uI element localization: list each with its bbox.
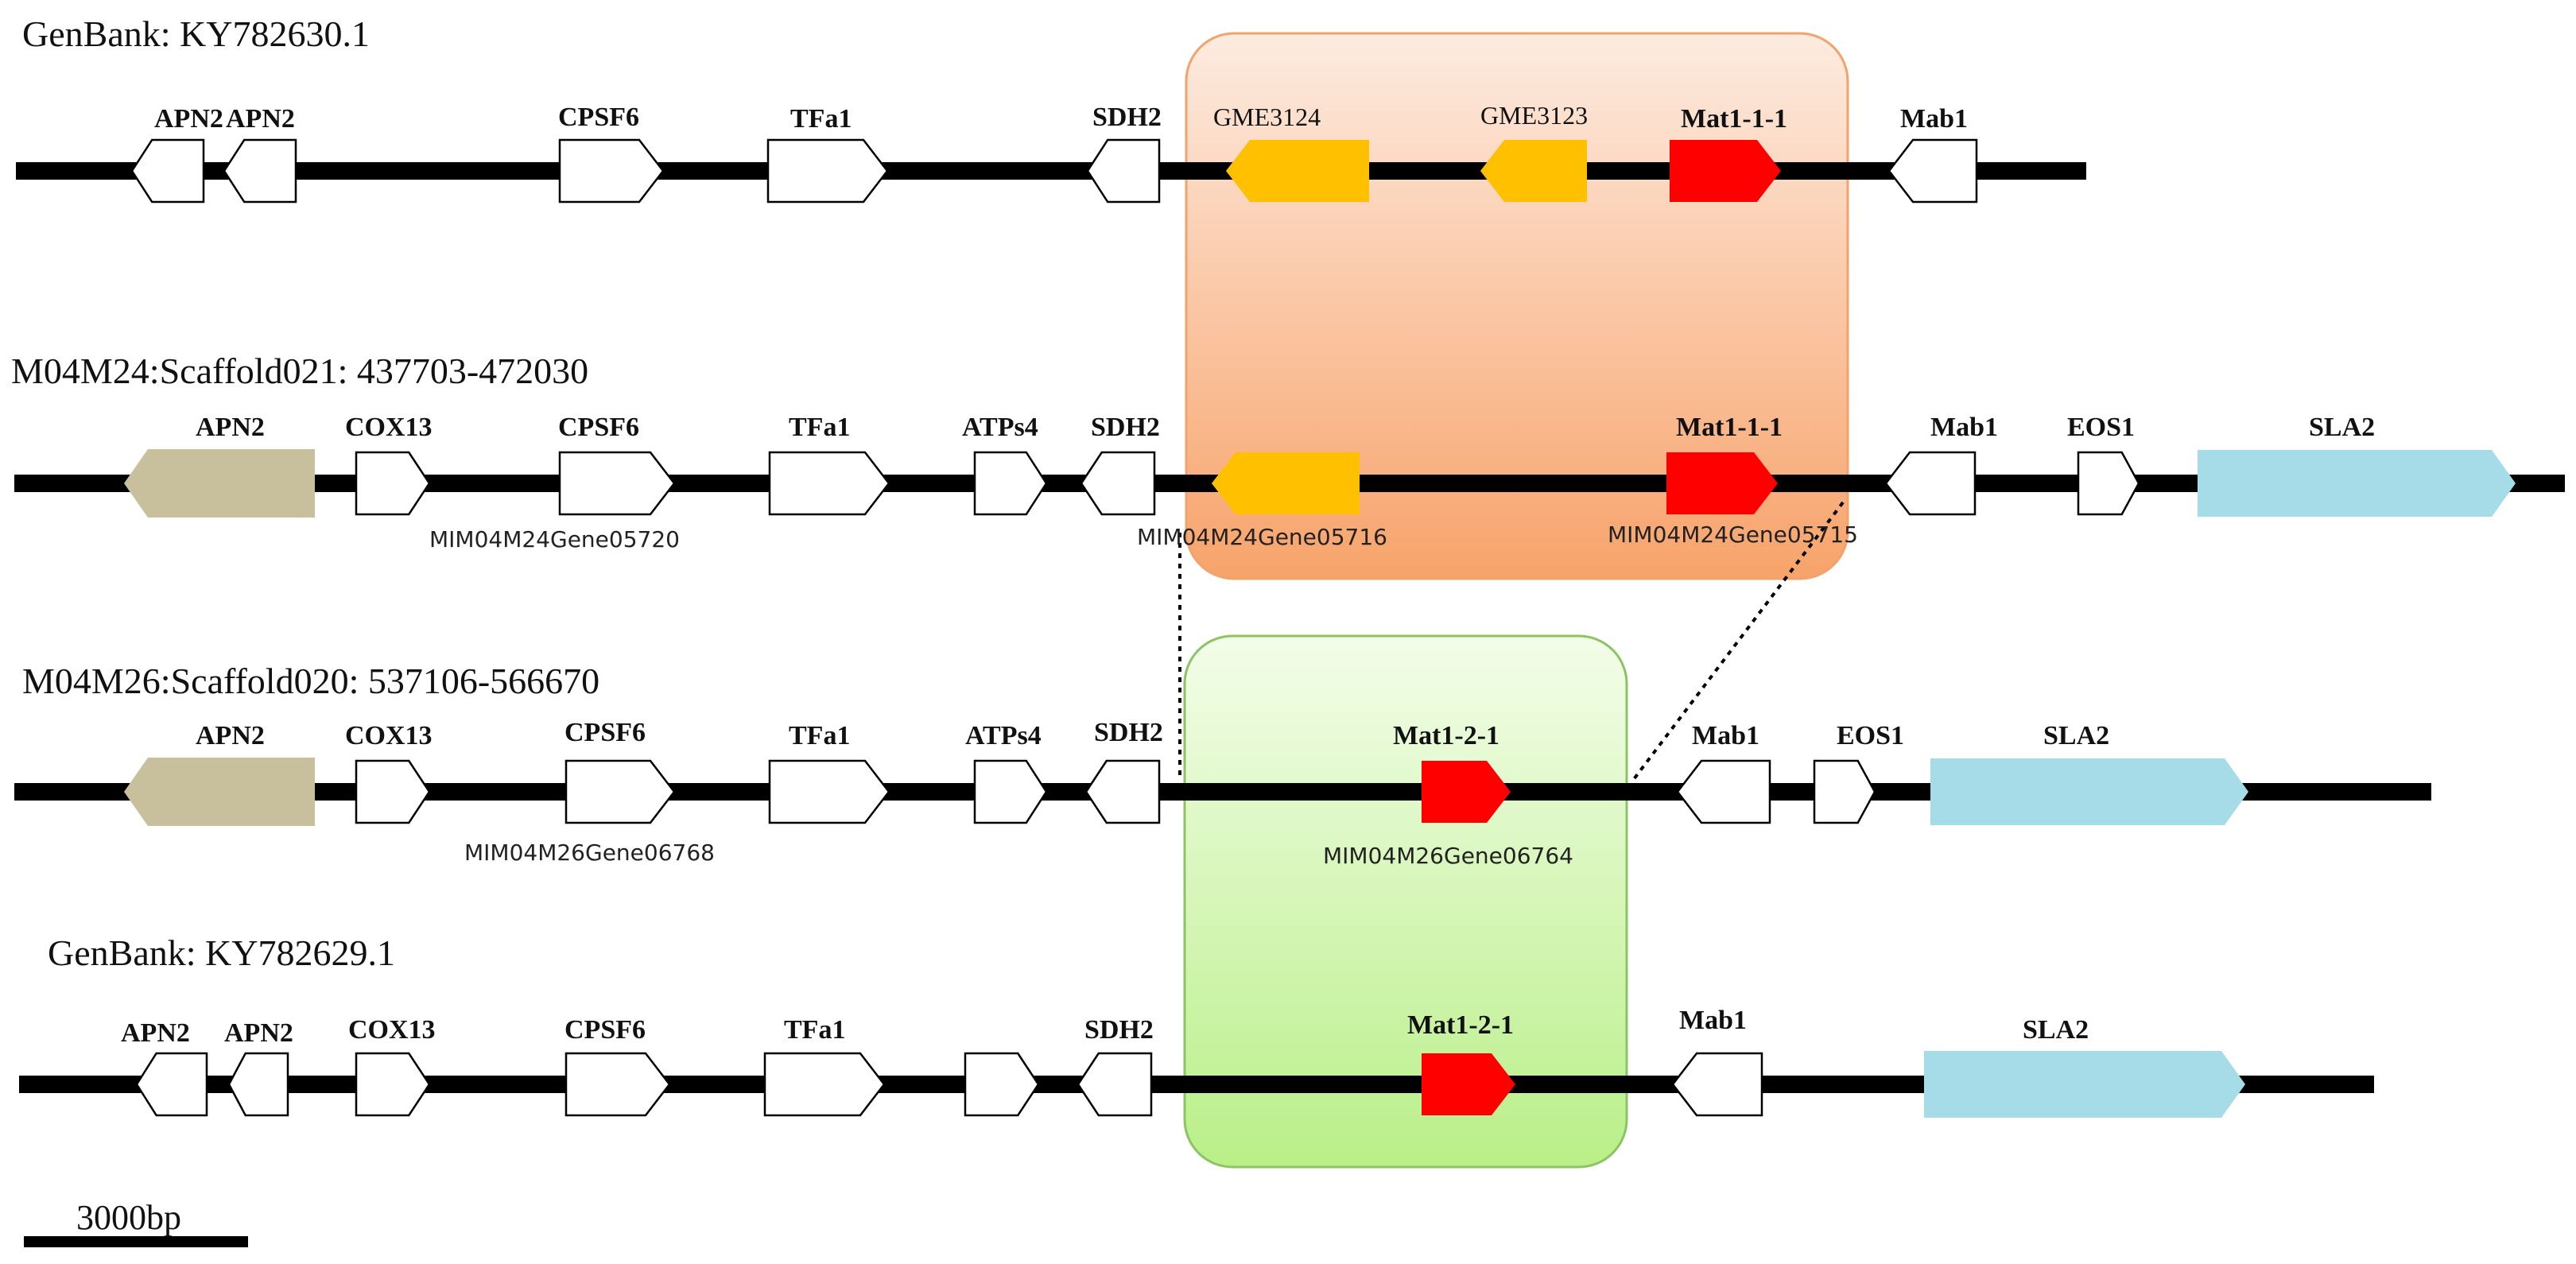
gene-label-cox13: COX13 (345, 721, 433, 750)
gene-label-mat1-1-1: Mat1-1-1 (1681, 104, 1787, 134)
gene-id-label: MIM04M24Gene05720 (429, 526, 680, 553)
gene-arrow-apn2 (124, 758, 315, 826)
gene-arrow-tfa1 (766, 138, 889, 204)
gene-arrow-unlabeled (1212, 452, 1360, 514)
track-title: GenBank: KY782629.1 (48, 932, 395, 973)
gene-arrow-mat1-1-1 (1670, 140, 1781, 202)
gene-label-tfa1: TFa1 (789, 721, 850, 750)
gene-label-sdh2: SDH2 (1084, 1015, 1154, 1045)
gene-arrow-unlabeled (964, 1052, 1040, 1117)
gene-label-mab1: Mab1 (1930, 413, 1998, 442)
gene-label-eos1: EOS1 (2067, 413, 2135, 442)
gene-arrow-sdh2 (1084, 759, 1161, 824)
track-title: M04M26:Scaffold020: 537106-566670 (22, 661, 599, 701)
gene-arrow-mab1 (1887, 138, 1978, 204)
gene-arrow-gme3124 (1226, 140, 1369, 202)
gene-label-gme3123: GME3123 (1480, 101, 1588, 130)
gene-arrow-apn2 (124, 449, 315, 518)
boundary-connector-right (1630, 501, 1845, 784)
gene-label-cpsf6: CPSF6 (564, 718, 646, 747)
gene-arrow-cpsf6 (564, 1052, 671, 1117)
gene-label-cox13: COX13 (348, 1015, 436, 1045)
gene-arrow-cpsf6 (564, 759, 676, 824)
gene-arrow-tfa1 (768, 451, 890, 516)
gene-arrow-apn2 (135, 1052, 208, 1117)
gene-label-sla2: SLA2 (2043, 721, 2109, 750)
gene-label-mat1-2-1: Mat1-2-1 (1407, 1010, 1514, 1040)
gene-label-tfa1: TFa1 (784, 1015, 845, 1045)
gene-id-label: MIM04M24Gene05716 (1137, 524, 1387, 550)
gene-label-apn2: APN2 (154, 104, 223, 134)
gene-label-cpsf6: CPSF6 (558, 103, 639, 132)
gene-label-mab1: Mab1 (1679, 1006, 1747, 1035)
track-m04m24-scaffold021: M04M24:Scaffold021: 437703-472030 APN2 CO… (11, 351, 2565, 553)
gene-label-cpsf6: CPSF6 (558, 413, 639, 442)
gene-arrow-sdh2 (1077, 1052, 1153, 1117)
gene-id-label: MIM04M24Gene05715 (1608, 521, 1858, 548)
gene-label-atps4: ATPs4 (965, 721, 1042, 750)
gene-arrow-tfa1 (763, 1052, 886, 1117)
gene-label-mat1-1-1: Mat1-1-1 (1676, 413, 1783, 442)
gene-arrow-atps4 (973, 451, 1048, 516)
gene-arrow-mat1-2-1 (1422, 1053, 1515, 1115)
gene-label-mab1: Mab1 (1900, 104, 1968, 134)
gene-label-sla2: SLA2 (2023, 1015, 2089, 1045)
gene-label-cpsf6: CPSF6 (564, 1015, 646, 1045)
gene-arrow-atps4 (973, 759, 1048, 824)
gene-arrow-cpsf6 (558, 138, 665, 204)
gene-arrow-eos1 (2077, 451, 2140, 516)
scale-bar: 3000bp (24, 1198, 248, 1247)
gene-label-mat1-2-1: Mat1-2-1 (1393, 721, 1499, 750)
gene-arrow-cox13 (355, 451, 431, 516)
gene-arrow-cpsf6 (558, 451, 676, 516)
gene-label-apn2: APN2 (196, 721, 265, 750)
gene-label-atps4: ATPs4 (962, 413, 1038, 442)
gene-arrow-gme3123 (1480, 140, 1587, 202)
gene-arrow-apn2 (227, 1052, 289, 1117)
gene-arrow-mab1 (1884, 451, 1977, 516)
scale-bar-label: 3000bp (76, 1198, 181, 1237)
track-m04m26-scaffold020: M04M26:Scaffold020: 537106-566670 APN2 CO… (14, 661, 2431, 869)
gene-arrow-sla2 (1924, 1051, 2245, 1118)
gene-label-mab1: Mab1 (1692, 721, 1759, 750)
gene-label-sdh2: SDH2 (1092, 103, 1162, 132)
track-title: M04M24:Scaffold021: 437703-472030 (11, 351, 588, 391)
gene-label-sdh2: SDH2 (1091, 413, 1160, 442)
gene-arrow-sla2 (1930, 758, 2248, 825)
gene-label-sdh2: SDH2 (1094, 718, 1163, 747)
gene-arrow-cox13 (355, 759, 431, 824)
gene-label-apn2: APN2 (224, 1018, 293, 1048)
gene-label-apn2: APN2 (226, 104, 295, 134)
gene-label-sla2: SLA2 (2309, 413, 2375, 442)
gene-label-gme3124: GME3124 (1213, 103, 1321, 131)
track-ky782629: GenBank: KY782629.1 APN2 APN2 COX13 CPSF6 TF… (19, 932, 2374, 1118)
gene-arrow-eos1 (1813, 759, 1876, 824)
gene-label-tfa1: TFa1 (790, 104, 852, 134)
gene-label-apn2: APN2 (196, 413, 265, 442)
gene-arrow-apn2 (130, 138, 205, 204)
gene-arrow-cox13 (355, 1052, 431, 1117)
gene-id-label: MIM04M26Gene06768 (464, 839, 715, 866)
gene-arrow-sdh2 (1086, 138, 1161, 204)
gene-label-apn2: APN2 (121, 1018, 190, 1048)
gene-arrow-sdh2 (1080, 451, 1156, 516)
gene-arrow-sla2 (2198, 450, 2516, 517)
gene-arrow-apn2 (223, 138, 297, 204)
gene-arrow-mat1-2-1 (1422, 761, 1511, 823)
gene-arrow-mab1 (1676, 759, 1771, 824)
gene-arrow-tfa1 (768, 759, 890, 824)
gene-arrow-mat1-1-1 (1666, 452, 1778, 514)
gene-label-cox13: COX13 (345, 413, 433, 442)
mat1-2-1-idiomorph-box (1183, 634, 1628, 1169)
gene-label-tfa1: TFa1 (789, 413, 850, 442)
gene-arrow-mab1 (1671, 1052, 1763, 1117)
track-title: GenBank: KY782630.1 (22, 14, 370, 54)
gene-label-eos1: EOS1 (1837, 721, 1904, 750)
gene-id-label: MIM04M26Gene06764 (1323, 843, 1573, 869)
